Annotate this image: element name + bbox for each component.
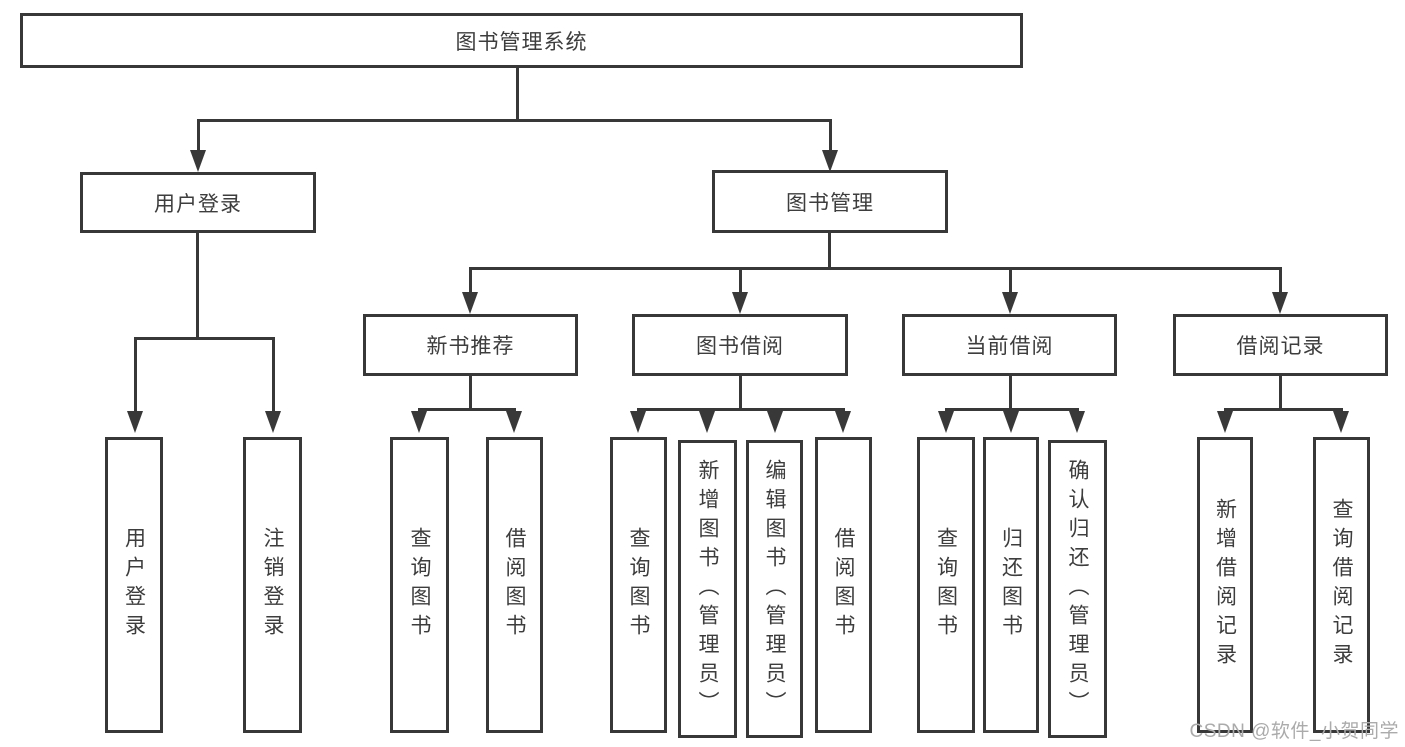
node-book-management: 图书管理 — [712, 170, 948, 233]
node-root-library-system: 图书管理系统 — [20, 13, 1023, 68]
leaf-query-borrow-record: 查询借阅记录 — [1313, 437, 1370, 733]
connector-user-login-stem — [195, 233, 199, 340]
arrowhead-down-icon — [630, 411, 646, 433]
arrowhead-down-icon — [190, 150, 206, 172]
arrowhead-down-icon — [265, 411, 281, 433]
leaf-borrow-books: 借阅图书 — [815, 437, 872, 733]
arrowhead-down-icon — [1002, 292, 1018, 314]
connector-book-management-stem — [827, 233, 831, 270]
connector-level2-rail — [196, 119, 832, 122]
leaf-borrow-books: 借阅图书 — [486, 437, 543, 733]
connector-user-login-rail — [133, 337, 275, 340]
arrowhead-down-icon — [1333, 411, 1349, 433]
leaf-add-borrow-record: 新增借阅记录 — [1197, 437, 1253, 733]
arrowhead-down-icon — [822, 150, 838, 172]
node-current-borrowing: 当前借阅 — [902, 314, 1117, 376]
arrowhead-down-icon — [1069, 411, 1085, 433]
leaf-user-login: 用户登录 — [105, 437, 163, 733]
connector-drop-new-books — [468, 270, 472, 292]
connector-group-rail — [944, 408, 1079, 411]
arrowhead-down-icon — [938, 411, 954, 433]
connector-group-stem — [1278, 376, 1282, 411]
arrowhead-down-icon — [732, 292, 748, 314]
arrowhead-down-icon — [127, 411, 143, 433]
connector-group-stem — [738, 376, 742, 411]
arrowhead-down-icon — [411, 411, 427, 433]
arrowhead-down-icon — [767, 411, 783, 433]
connector-level3-rail — [468, 267, 1282, 270]
watermark: CSDN @软件_小贺同学 — [1189, 721, 1399, 742]
connector-drop-current-borrow — [1008, 270, 1012, 292]
arrowhead-down-icon — [506, 411, 522, 433]
connector-drop-borrow-records — [1278, 270, 1282, 292]
arrowhead-down-icon — [835, 411, 851, 433]
node-book-borrowing: 图书借阅 — [632, 314, 848, 376]
leaf-add-books-admin: 新增图书（管理员） — [678, 440, 737, 738]
connector-root-stem — [515, 68, 519, 122]
leaf-edit-books-admin: 编辑图书（管理员） — [746, 440, 803, 738]
node-borrowing-records: 借阅记录 — [1173, 314, 1388, 376]
connector-group-rail — [636, 408, 845, 411]
leaf-query-books: 查询图书 — [610, 437, 667, 733]
arrowhead-down-icon — [1272, 292, 1288, 314]
connector-drop-book-management — [828, 122, 832, 150]
connector-drop-user-login — [196, 122, 200, 150]
connector-group-rail — [417, 408, 516, 411]
leaf-query-books: 查询图书 — [390, 437, 449, 733]
connector-group-rail — [1223, 408, 1343, 411]
arrowhead-down-icon — [1003, 411, 1019, 433]
connector-drop-leaf — [271, 340, 275, 411]
leaf-confirm-return-admin: 确认归还（管理员） — [1048, 440, 1107, 738]
arrowhead-down-icon — [1217, 411, 1233, 433]
arrowhead-down-icon — [699, 411, 715, 433]
node-new-book-recommend: 新书推荐 — [363, 314, 578, 376]
leaf-query-books: 查询图书 — [917, 437, 975, 733]
connector-group-stem — [468, 376, 472, 411]
connector-drop-book-borrow — [738, 270, 742, 292]
node-user-login: 用户登录 — [80, 172, 316, 233]
connector-group-stem — [1008, 376, 1012, 411]
leaf-return-books: 归还图书 — [983, 437, 1039, 733]
arrowhead-down-icon — [462, 292, 478, 314]
leaf-logout: 注销登录 — [243, 437, 302, 733]
connector-drop-leaf — [133, 340, 137, 411]
